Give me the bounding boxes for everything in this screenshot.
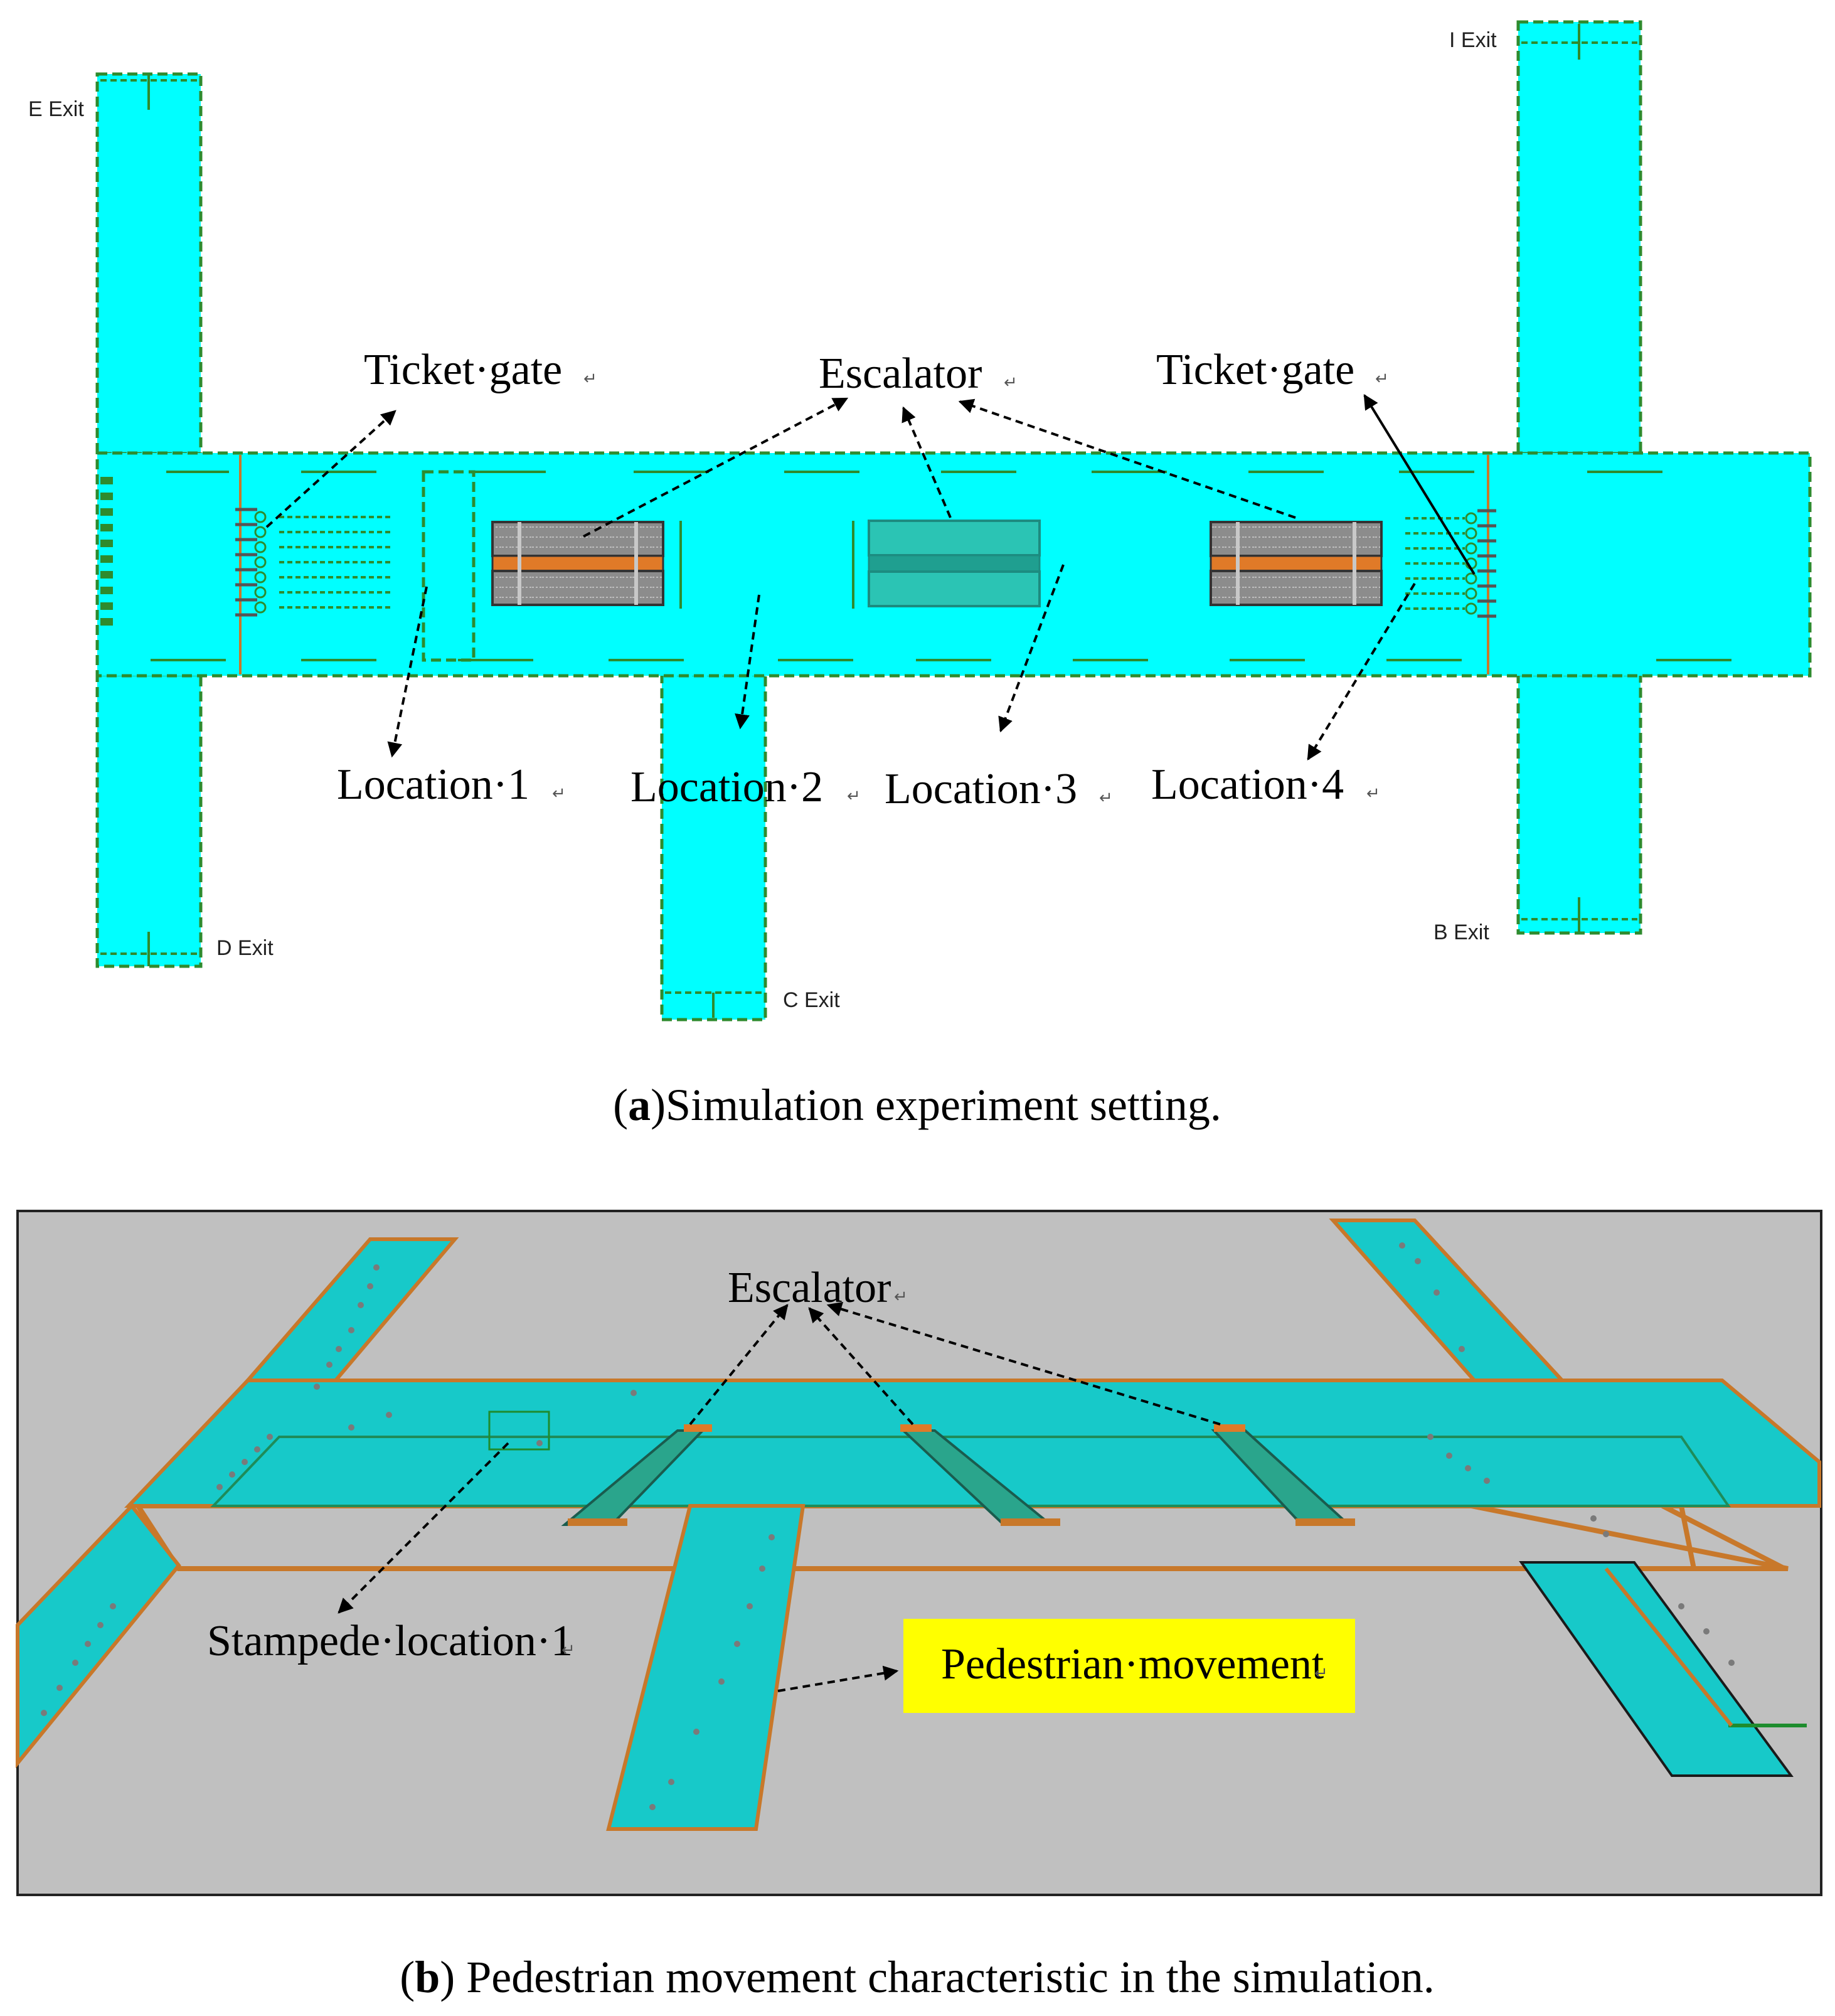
corridor-e-3d xyxy=(243,1237,459,1382)
escalator-2 xyxy=(852,520,1041,609)
corridor-d-3d xyxy=(16,1503,181,1769)
arrow-icon xyxy=(826,1301,1221,1426)
left-edge-marks xyxy=(100,477,113,626)
caption-b: (b) Pedestrian movement characteristic i… xyxy=(400,1952,1435,2002)
return-mark-icon: ↵ xyxy=(552,784,566,803)
c-exit-label: C Exit xyxy=(783,988,840,1012)
escalator-2-3d xyxy=(900,1424,1060,1526)
location-2-label: Location·2 xyxy=(630,763,823,811)
location-4-label: Location·4 xyxy=(1151,760,1344,809)
return-mark-icon: ↵ xyxy=(1004,373,1018,392)
arrow-icon xyxy=(735,594,760,730)
b-exit-orange-line xyxy=(1604,1567,1733,1727)
escalator-label-b: Escalator xyxy=(728,1264,891,1312)
annotation-arrows-b xyxy=(338,1301,1221,1692)
arrow-icon xyxy=(777,1665,899,1692)
ticket-gate-right-label: Ticket·gate xyxy=(1156,346,1354,394)
pedestrian-icon xyxy=(41,1242,1735,1810)
return-mark-icon: ↵ xyxy=(583,370,597,388)
stampede-location-label: Stampede·location·1 xyxy=(207,1617,573,1665)
escalator-3 xyxy=(1210,521,1383,606)
corridor-i-exit xyxy=(1516,20,1642,456)
corridor-d-exit xyxy=(95,673,203,968)
return-mark-icon: ↵ xyxy=(561,1641,575,1660)
arrow-icon xyxy=(265,410,396,528)
d-exit-label: D Exit xyxy=(216,936,274,960)
ticket-gate-left xyxy=(235,508,392,617)
return-mark-icon: ↵ xyxy=(1366,784,1380,803)
e-exit-label: E Exit xyxy=(28,97,84,121)
hall-measure-lines xyxy=(151,471,1731,661)
return-mark-icon: ↵ xyxy=(1314,1664,1328,1683)
arrow-icon xyxy=(689,1304,789,1426)
corridor-c-3d xyxy=(606,1504,806,1831)
panel-b-3d-view: Escalator ↵ Stampede·location·1 ↵ Pedest… xyxy=(16,1210,1822,2002)
arrow-icon xyxy=(902,406,952,518)
arrow-icon xyxy=(958,398,1296,519)
escalator-1 xyxy=(491,521,682,609)
caption-a: (a)Simulation experiment setting. xyxy=(613,1080,1221,1130)
arrow-icon xyxy=(338,1442,509,1614)
corridor-i-3d xyxy=(1329,1219,1566,1382)
pedestrian-movement-label: Pedestrian·movement xyxy=(941,1640,1324,1688)
panel-a-floor-plan: E Exit I Exit D Exit C Exit B Exit Ticke… xyxy=(28,20,1812,1130)
location-1-area xyxy=(422,470,476,662)
ticket-gate-left-label: Ticket·gate xyxy=(364,346,562,394)
b-exit-label: B Exit xyxy=(1433,920,1489,944)
arrow-icon xyxy=(998,564,1065,733)
corridor-e-exit xyxy=(95,72,203,456)
panel-b-background xyxy=(16,1210,1822,1896)
ticket-gate-right xyxy=(1405,509,1496,618)
corridor-b-exit xyxy=(1516,673,1642,935)
return-mark-icon: ↵ xyxy=(847,787,861,806)
escalator-3-3d xyxy=(1211,1424,1355,1526)
annotation-arrows-a xyxy=(265,393,1476,761)
arrow-icon xyxy=(387,586,428,758)
arrow-icon xyxy=(1363,393,1476,575)
corridor-b-3d xyxy=(1519,1561,1794,1777)
location-1-label: Location·1 xyxy=(337,760,529,809)
arrow-icon xyxy=(808,1307,914,1426)
i-exit-label: I Exit xyxy=(1449,28,1497,52)
pedestrian-movement-box xyxy=(903,1619,1355,1713)
return-mark-icon: ↵ xyxy=(894,1288,908,1306)
arrow-icon xyxy=(1307,582,1416,761)
escalator-1-3d xyxy=(561,1424,712,1526)
return-mark-icon: ↵ xyxy=(1375,370,1389,388)
return-mark-icon: ↵ xyxy=(1099,789,1113,808)
corridor-c-exit xyxy=(660,673,767,1021)
location-3-label: Location·3 xyxy=(885,765,1077,813)
escalator-label-a: Escalator xyxy=(819,349,982,398)
stampede-location-marker xyxy=(488,1411,550,1451)
